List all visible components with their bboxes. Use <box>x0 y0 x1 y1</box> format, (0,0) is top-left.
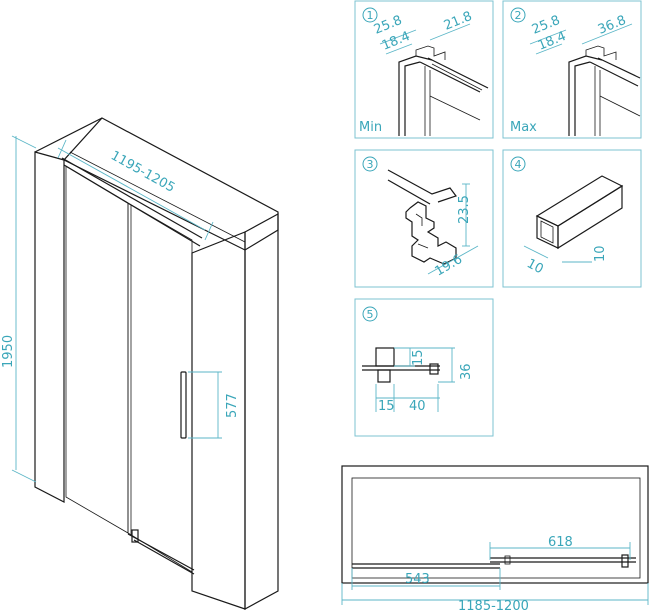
plan-fixed-width-label: 618 <box>548 535 573 550</box>
panel-3-dim-a: 23.5 <box>457 195 472 224</box>
panel-5-dim-b: 36 <box>459 363 474 380</box>
detail-panel-2: 2 25.8 18.4 36.8 Max <box>502 0 642 139</box>
panel-4-dim-b: 10 <box>593 245 608 262</box>
panel-1-corner-label: Min <box>359 120 382 135</box>
height-label: 1950 <box>1 335 16 368</box>
panel-2-corner-label: Max <box>510 120 537 135</box>
plan-view: 618 543 1185-1200 <box>341 465 649 611</box>
detail-panel-4: 4 10 10 <box>502 149 642 288</box>
panel-5-number: 5 <box>367 308 374 321</box>
plan-door-width-label: 543 <box>405 572 430 587</box>
detail-panel-5: 5 15 36 15 40 <box>354 298 494 437</box>
width-range-label: 1195-1205 <box>108 148 177 195</box>
main-isometric-view: 1195-1205 1950 577 <box>1 117 279 611</box>
detail-panel-1: 1 25.8 18.4 21.8 Min <box>354 0 494 139</box>
panel-5-dim-a: 15 <box>411 349 426 366</box>
door-handle <box>180 371 187 439</box>
panel-5-dim-d: 40 <box>409 399 426 414</box>
handle-length-label: 577 <box>225 393 240 418</box>
panel-3-number: 3 <box>367 158 374 171</box>
panel-4-dim-a: 10 <box>524 256 546 277</box>
plan-total-range-label: 1185-1200 <box>458 599 529 611</box>
panel-2-number: 2 <box>515 9 522 22</box>
panel-4-number: 4 <box>515 158 522 171</box>
detail-panel-3: 3 23.5 19.6 <box>354 149 494 288</box>
panel-1-number: 1 <box>367 9 374 22</box>
panel-5-dim-c: 15 <box>378 399 395 414</box>
